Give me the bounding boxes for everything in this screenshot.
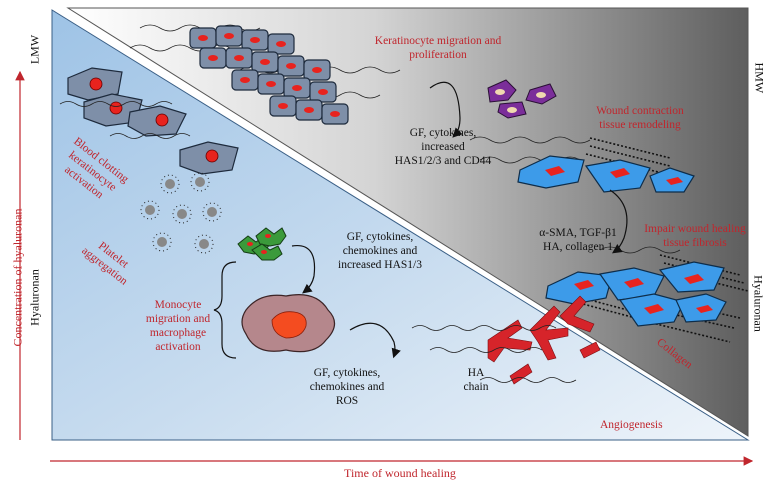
platelets [140, 172, 222, 254]
monocyte-line2: migration and [145, 313, 211, 325]
sma-caption: α-SMA, TGF-β1 HA, collagen 1 [520, 226, 636, 254]
purple-cells [487, 79, 557, 119]
gf-cytokines-monocyte-caption: GF, cytokines, chemokines and increased … [320, 230, 440, 272]
impair-healing-caption: Impair wound healing tissue fibrosis [630, 222, 760, 250]
monocytes-green [237, 227, 287, 261]
wound-contraction-caption: Wound contraction tissue remodeling [570, 104, 710, 132]
ha-chains-angio [411, 325, 577, 383]
arrow-macrophage-to-angiogenesis [349, 322, 401, 359]
gf-ros-line2: chemokines and [309, 381, 385, 393]
keratinocyte-migration-line1: Keratinocyte migration and [374, 35, 502, 47]
monocyte-line4: activation [155, 341, 201, 353]
arrow-keratinocyte-to-fibroblast [429, 81, 463, 138]
gf-cytokines-hmw-caption: GF, cytokines, increased HAS1/2/3 and CD… [378, 126, 508, 168]
gf-mono-line2: chemokines and [342, 245, 418, 257]
hmw-label: HMW [752, 62, 767, 94]
lmw-triangle-panel [51, 9, 750, 441]
ha-chain-caption: HA chain [456, 366, 496, 394]
y-axis-label: Concentration of hyaluronan [10, 208, 25, 347]
angiogenesis-vessels [487, 295, 601, 385]
monocyte-line3: macrophage [149, 327, 207, 339]
keratinocyte-migration-line2: proliferation [409, 49, 467, 61]
impair-healing-line1: Impair wound healing [644, 223, 746, 235]
gf-mono-line1: GF, cytokines, [346, 231, 414, 243]
monocyte-caption: Monocyte migration and macrophage activa… [136, 298, 220, 354]
ha-chains-lmw [59, 101, 191, 139]
keratinocyte-migration-caption: Keratinocyte migration and proliferation [348, 34, 528, 62]
monocyte-line1: Monocyte [154, 299, 202, 311]
lmw-label: LMW [27, 34, 42, 65]
gf-ros-line1: GF, cytokines, [313, 367, 381, 379]
wound-contraction-line1: Wound contraction [596, 105, 684, 117]
gf-ros-line3: ROS [335, 395, 359, 407]
keratinocyte-sheet [189, 25, 349, 125]
ha-chain-line2: chain [463, 381, 489, 393]
x-axis-label: Time of wound healing [344, 466, 456, 480]
arrow-monocyte-to-macrophage [291, 244, 316, 294]
hmw-triangle-panel [66, 7, 749, 437]
gf-hmw-line3: HAS1/2/3 and CD44 [394, 155, 492, 167]
impair-healing-line2: tissue fibrosis [663, 237, 727, 249]
angiogenesis-caption: Angiogenesis [600, 419, 663, 431]
right-hyaluronan-label: Hyaluronan [751, 275, 766, 332]
wound-contraction-line2: tissue remodeling [599, 119, 681, 131]
gf-mono-line3: increased HAS1/3 [338, 259, 422, 271]
gf-cytokines-ros-caption: GF, cytokines, chemokines and ROS [292, 366, 402, 408]
ha-chain-line1: HA [467, 367, 485, 379]
gf-hmw-line1: GF, cytokines, [409, 127, 477, 139]
macrophage-nucleus [271, 311, 307, 339]
gf-hmw-line2: increased [421, 141, 465, 153]
monocyte-bracket [213, 261, 237, 359]
left-hyaluronan-label: Hyaluronan [27, 269, 42, 326]
arrow-fibroblast-to-fibrosis [609, 189, 628, 254]
sma-line1: α-SMA, TGF-β1 [539, 227, 617, 239]
sma-line2: HA, collagen 1 [543, 241, 613, 253]
